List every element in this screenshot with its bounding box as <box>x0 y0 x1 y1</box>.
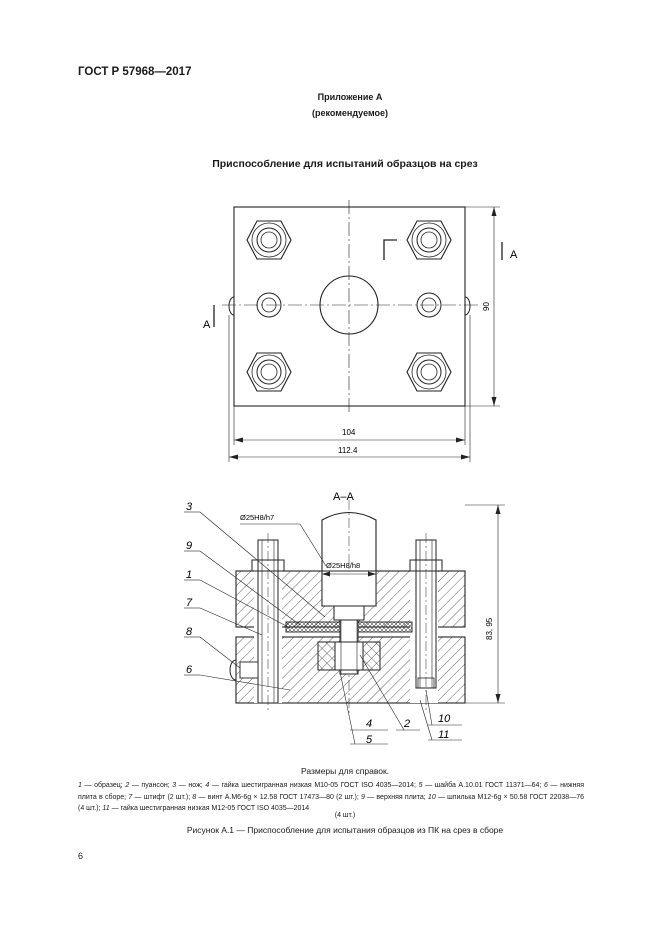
callout-6: 6 <box>186 664 193 676</box>
legend-item: 5 — шайба А.10.01 ГОСТ 11371—64; <box>418 782 542 789</box>
legend-item: 10 — шпилька М12-6g × 50.58 ГОСТ 22038—7… <box>78 793 584 813</box>
section-dim-height: 83, 95 <box>485 617 494 640</box>
fit-mid-label: Ø25H8/h8 <box>326 561 360 570</box>
legend-item: 11 — гайка шестигранная низкая М12-05 ГО… <box>102 805 310 812</box>
section-title: А–А <box>333 491 354 503</box>
callout-1: 1 <box>186 569 192 581</box>
legend-item: 9 — верхняя плита; <box>361 793 426 801</box>
hex-nut-icon <box>406 352 452 392</box>
punch-circle <box>319 275 379 335</box>
figure-title: Приспособление для испытаний образцов на… <box>212 158 478 170</box>
annex-title: Приложение А <box>317 92 383 102</box>
section-mark-left: А <box>203 319 211 331</box>
legend-item: 7 — штифт (2 шт.); <box>128 793 191 801</box>
callout-11: 11 <box>438 729 449 741</box>
dim-outer-width: 112.4 <box>338 446 358 455</box>
callout-labels: 3 9 1 7 8 6 4 5 2 10 11 <box>186 501 451 746</box>
callout-9: 9 <box>186 540 192 552</box>
hex-nut-icon <box>246 220 292 260</box>
section-mark-right: А <box>510 249 518 261</box>
page-number: 6 <box>78 851 84 861</box>
callout-8: 8 <box>186 626 193 638</box>
callout-2: 2 <box>403 718 410 730</box>
fit-top-label: Ø25H8/h7 <box>240 513 274 522</box>
legend-item: 8 — винт А.М6-6g × 12.58 ГОСТ 17473—80 (… <box>192 793 359 801</box>
top-plate-outline <box>233 206 466 407</box>
section-view <box>184 500 505 745</box>
callout-7: 7 <box>186 597 193 609</box>
annex-kind: (рекомендуемое) <box>312 108 388 118</box>
dim-inner-width: 104 <box>342 428 356 437</box>
standard-number: ГОСТ Р 57968—2017 <box>78 66 192 78</box>
legend-item: 1 — образец; <box>78 782 123 789</box>
callout-3: 3 <box>186 501 193 513</box>
hex-nut-icon <box>246 352 292 392</box>
figure-caption: Рисунок А.1 — Приспособление для испытан… <box>186 825 504 835</box>
dim-height: 90 <box>482 302 491 311</box>
top-view <box>213 200 503 462</box>
legend-item: 4 — гайка шестигранная низкая М10-05 ГОС… <box>205 782 416 789</box>
callout-4: 4 <box>366 718 372 730</box>
legend: 1 — образец; 2 — пуансон; 3 — нож; 4 — г… <box>78 780 584 815</box>
technical-drawing: А А 90 104 112.4 А–А <box>184 200 518 746</box>
legend-item: 6 — нижняя плита в сборе; <box>78 782 585 801</box>
hex-nut-icon <box>406 220 452 260</box>
callout-10: 10 <box>438 713 451 725</box>
legend-item: 2 — пуансон; <box>125 782 170 789</box>
legend-end: (4 шт.) <box>334 812 356 819</box>
callout-5: 5 <box>366 734 373 746</box>
reference-dimensions-note: Размеры для справок. <box>300 766 390 776</box>
legend-item: 3 — нож; <box>172 782 203 789</box>
